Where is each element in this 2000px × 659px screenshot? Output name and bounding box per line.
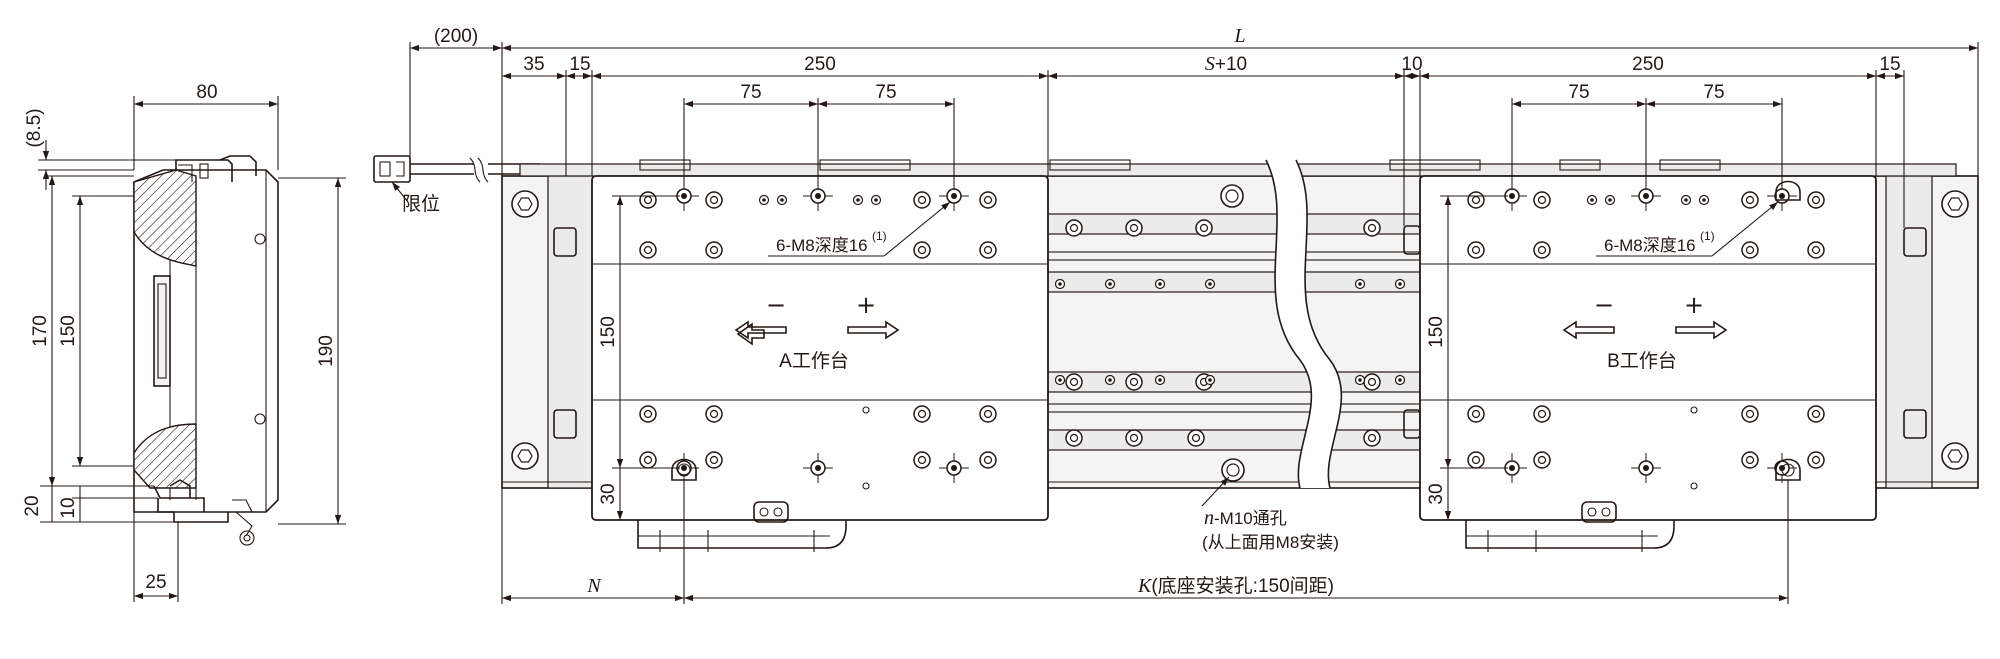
dim-10: 10 bbox=[1401, 54, 1422, 75]
through-hole-n: n bbox=[1204, 507, 1214, 529]
dim-k-letter: K bbox=[1137, 575, 1153, 597]
side-offset-8-5: (8.5) bbox=[24, 108, 45, 147]
dim-a-75-1: 75 bbox=[740, 82, 761, 103]
table-a: A工作台 − + bbox=[591, 175, 1049, 552]
dim-K: K(底座安装孔:150间距) bbox=[1137, 575, 1334, 597]
through-hole-text: -M10通孔 bbox=[1214, 509, 1287, 528]
dim-35: 35 bbox=[523, 54, 544, 75]
side-view: 80 (8.5) 170 150 190 20 10 bbox=[22, 82, 346, 602]
dim-a-30: 30 bbox=[598, 483, 619, 504]
dim-15-right: 15 bbox=[1879, 54, 1900, 75]
side-bottom-20: 20 bbox=[22, 495, 43, 516]
dim-stroke-plus10: +10 bbox=[1215, 54, 1247, 75]
side-height-150: 150 bbox=[58, 315, 79, 347]
top-cover-strip bbox=[519, 159, 1957, 177]
hole-note-b-text: 6-M8深度16 bbox=[1604, 236, 1696, 255]
side-view-dimensions: 80 (8.5) 170 150 190 20 10 bbox=[22, 82, 346, 602]
dim-stroke-s: S bbox=[1205, 53, 1215, 75]
dim-N: N bbox=[586, 575, 602, 597]
dim-b-75-2: 75 bbox=[1703, 82, 1724, 103]
dim-stroke-S10: S+10 bbox=[1205, 53, 1247, 75]
front-view: 限位 bbox=[373, 25, 1979, 604]
through-hole-note: n-M10通孔 bbox=[1204, 507, 1287, 529]
dim-cable-200: (200) bbox=[434, 26, 478, 47]
dim-250-left: 250 bbox=[804, 54, 836, 75]
side-width-80: 80 bbox=[196, 82, 217, 103]
dim-b-75-1: 75 bbox=[1568, 82, 1589, 103]
table-b-label: B工作台 bbox=[1607, 350, 1677, 372]
hole-note-b: 6-M8深度16 bbox=[1604, 236, 1696, 255]
hole-note-a: 6-M8深度16 bbox=[776, 236, 868, 255]
dim-15-left: 15 bbox=[569, 54, 590, 75]
dim-b-150: 150 bbox=[1426, 316, 1447, 348]
hole-note-b-sup: (1) bbox=[1700, 229, 1715, 243]
side-height-170: 170 bbox=[30, 315, 51, 347]
table-a-label: A工作台 bbox=[779, 350, 849, 372]
side-view-body bbox=[133, 155, 279, 546]
hole-note-a-sup: (1) bbox=[872, 229, 887, 243]
dim-250-right: 250 bbox=[1632, 54, 1664, 75]
table-a-plus: + bbox=[856, 291, 876, 319]
table-b: B工作台 − + bbox=[1419, 175, 1877, 552]
dim-k-note: (底座安装孔:150间距) bbox=[1151, 575, 1334, 597]
side-width-25: 25 bbox=[145, 572, 166, 593]
hole-note-a-text: 6-M8深度16 bbox=[776, 236, 868, 255]
table-b-minus: − bbox=[1594, 291, 1614, 319]
break-line bbox=[1265, 159, 1343, 489]
table-b-plus: + bbox=[1684, 291, 1704, 319]
dim-length-L: L bbox=[1233, 25, 1245, 47]
through-hole-mount-note: (从上面用M8安装) bbox=[1202, 533, 1339, 552]
callouts: 6-M8深度16 (1) 6-M8深度16 (1) n-M10通孔 (从上面用M… bbox=[768, 201, 1779, 552]
side-bottom-10: 10 bbox=[58, 497, 79, 518]
front-dimensions: (200) L 35 15 250 S+10 10 250 15 bbox=[409, 25, 1979, 604]
dim-b-30: 30 bbox=[1426, 483, 1447, 504]
table-a-minus: − bbox=[766, 291, 786, 319]
base-slot-holes bbox=[671, 180, 1801, 481]
limit-label: 限位 bbox=[402, 193, 440, 215]
side-height-190: 190 bbox=[316, 335, 337, 367]
dim-a-75-2: 75 bbox=[875, 82, 896, 103]
limit-connector: 限位 bbox=[373, 155, 540, 215]
dim-a-150: 150 bbox=[598, 316, 619, 348]
